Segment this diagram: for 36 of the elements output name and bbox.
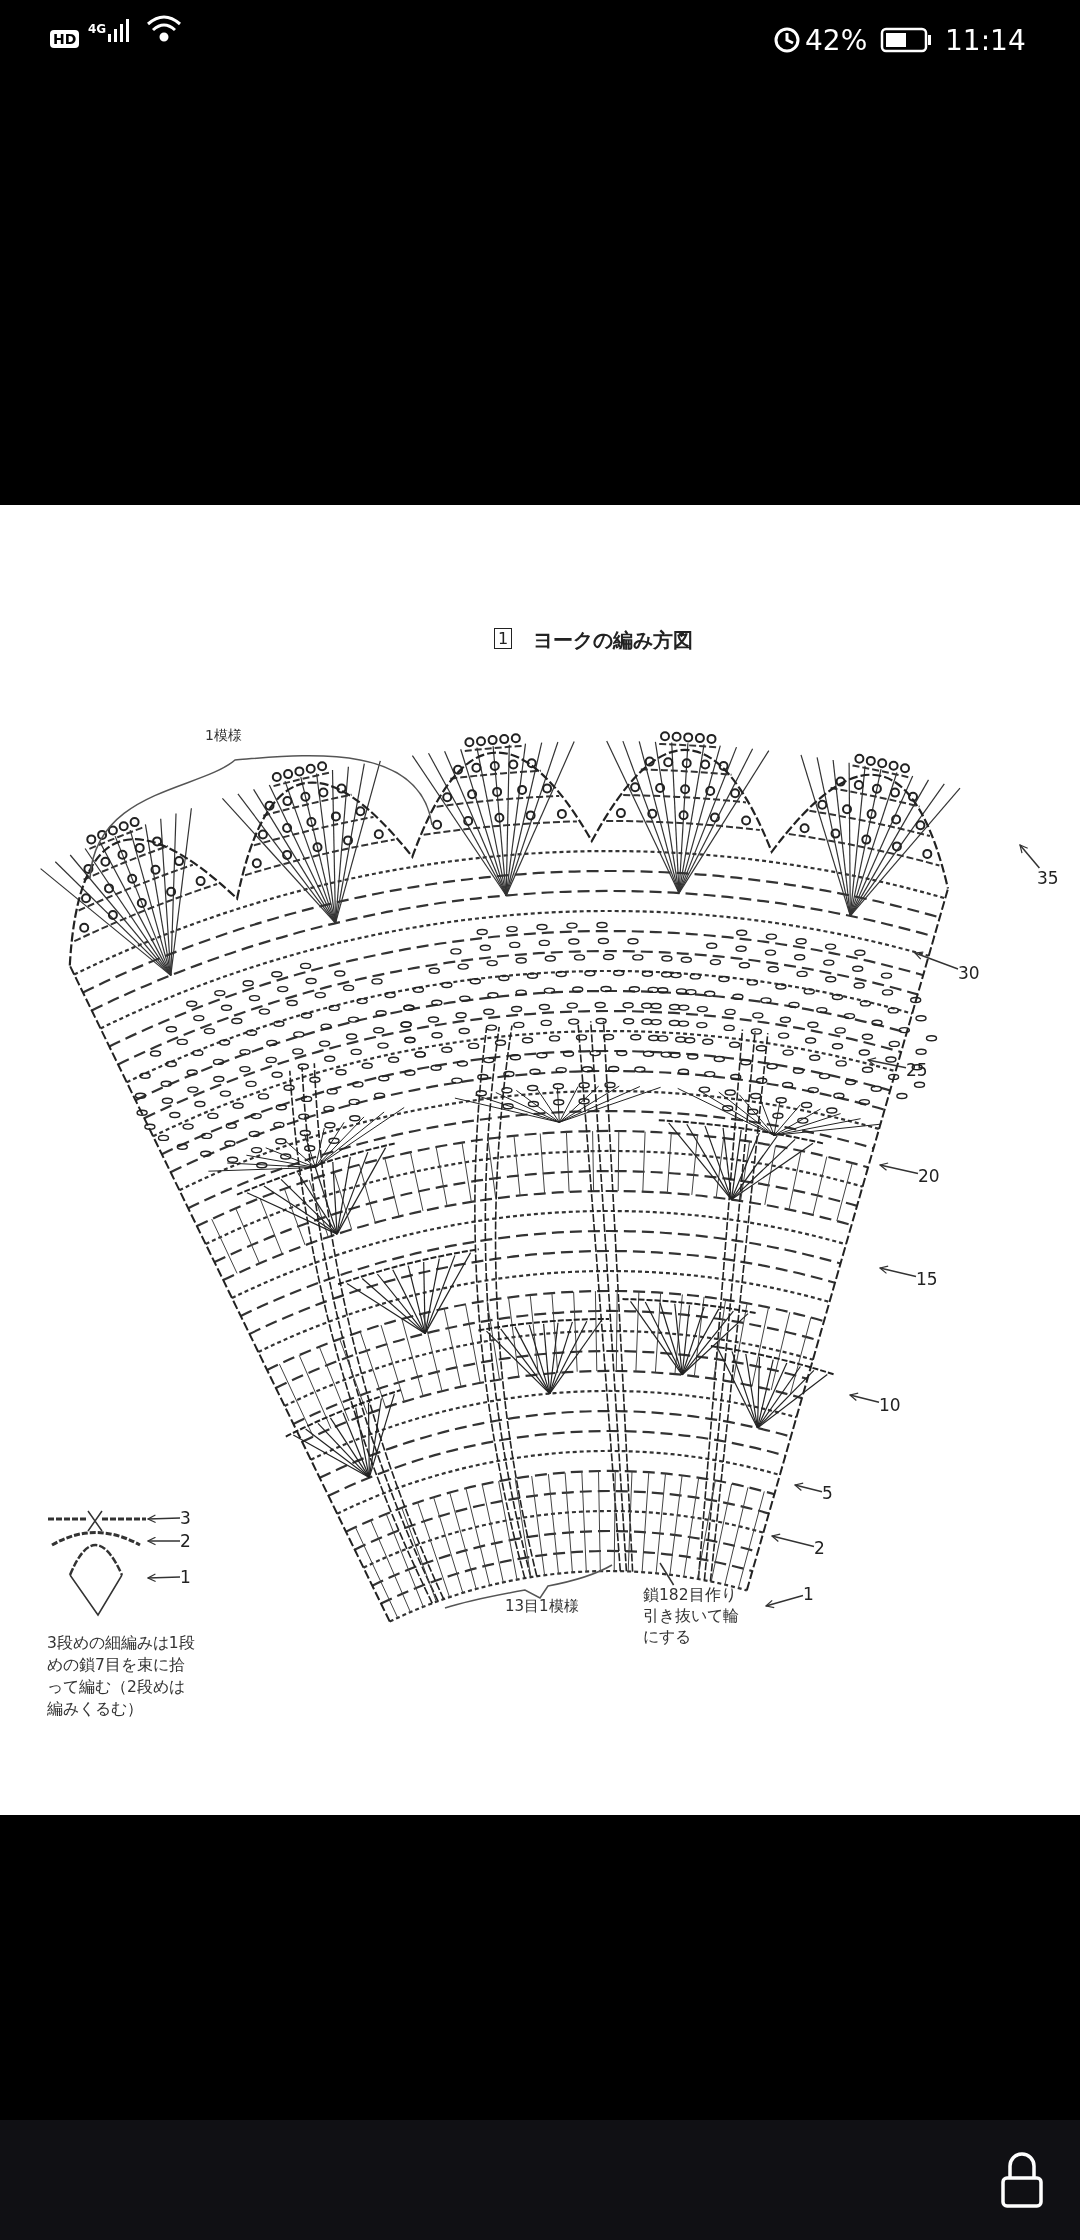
leader-arrow <box>794 1482 823 1493</box>
leader-arrow <box>879 1162 919 1175</box>
leader-arrow <box>867 1057 907 1069</box>
row-number: 30 <box>958 963 980 983</box>
row-number: 2 <box>180 1531 191 1551</box>
leader-arrow <box>849 1392 880 1404</box>
leader-arrow <box>147 1536 181 1546</box>
leader-arrow <box>147 1514 181 1524</box>
foundation-note: 鎖182目作り引き抜いて輪にする <box>643 1585 743 1648</box>
network-type-text: 4G <box>88 22 107 36</box>
leader-arrow <box>765 1594 804 1609</box>
row-number: 35 <box>1037 868 1059 888</box>
leader-arrow <box>147 1573 181 1583</box>
row-number: 5 <box>822 1483 833 1503</box>
leader-arrow <box>1019 844 1041 869</box>
row-number: 3 <box>180 1508 191 1528</box>
leader-arrow <box>771 1533 815 1548</box>
row-number: 2 <box>814 1538 825 1558</box>
leader-arrow <box>879 1265 917 1278</box>
row-number: 15 <box>916 1269 938 1289</box>
hd-badge: HD <box>50 30 80 48</box>
stitch-diagram-drawing <box>46 1508 148 1618</box>
diagram-title: ヨークの編み方図 <box>533 627 693 654</box>
repeat-label: 13目1模様 <box>505 1597 579 1616</box>
figure-number: 1 <box>494 628 513 649</box>
row-number: 1 <box>180 1567 191 1587</box>
row-number: 20 <box>918 1166 940 1186</box>
leader-arrow <box>914 951 959 970</box>
row-number: 1 <box>803 1584 814 1604</box>
battery-percentage: 42% <box>805 24 868 57</box>
note-text: 3段めの細編みは1段めの鎖7目を束に拾って編む（2段めは編みくるむ） <box>47 1633 196 1720</box>
row-number: 25 <box>906 1060 928 1080</box>
row-number: 10 <box>879 1395 901 1415</box>
repeat-label: 1模様 <box>205 727 242 745</box>
clock-time: 11:14 <box>945 24 1026 57</box>
leader-line <box>659 1562 675 1586</box>
